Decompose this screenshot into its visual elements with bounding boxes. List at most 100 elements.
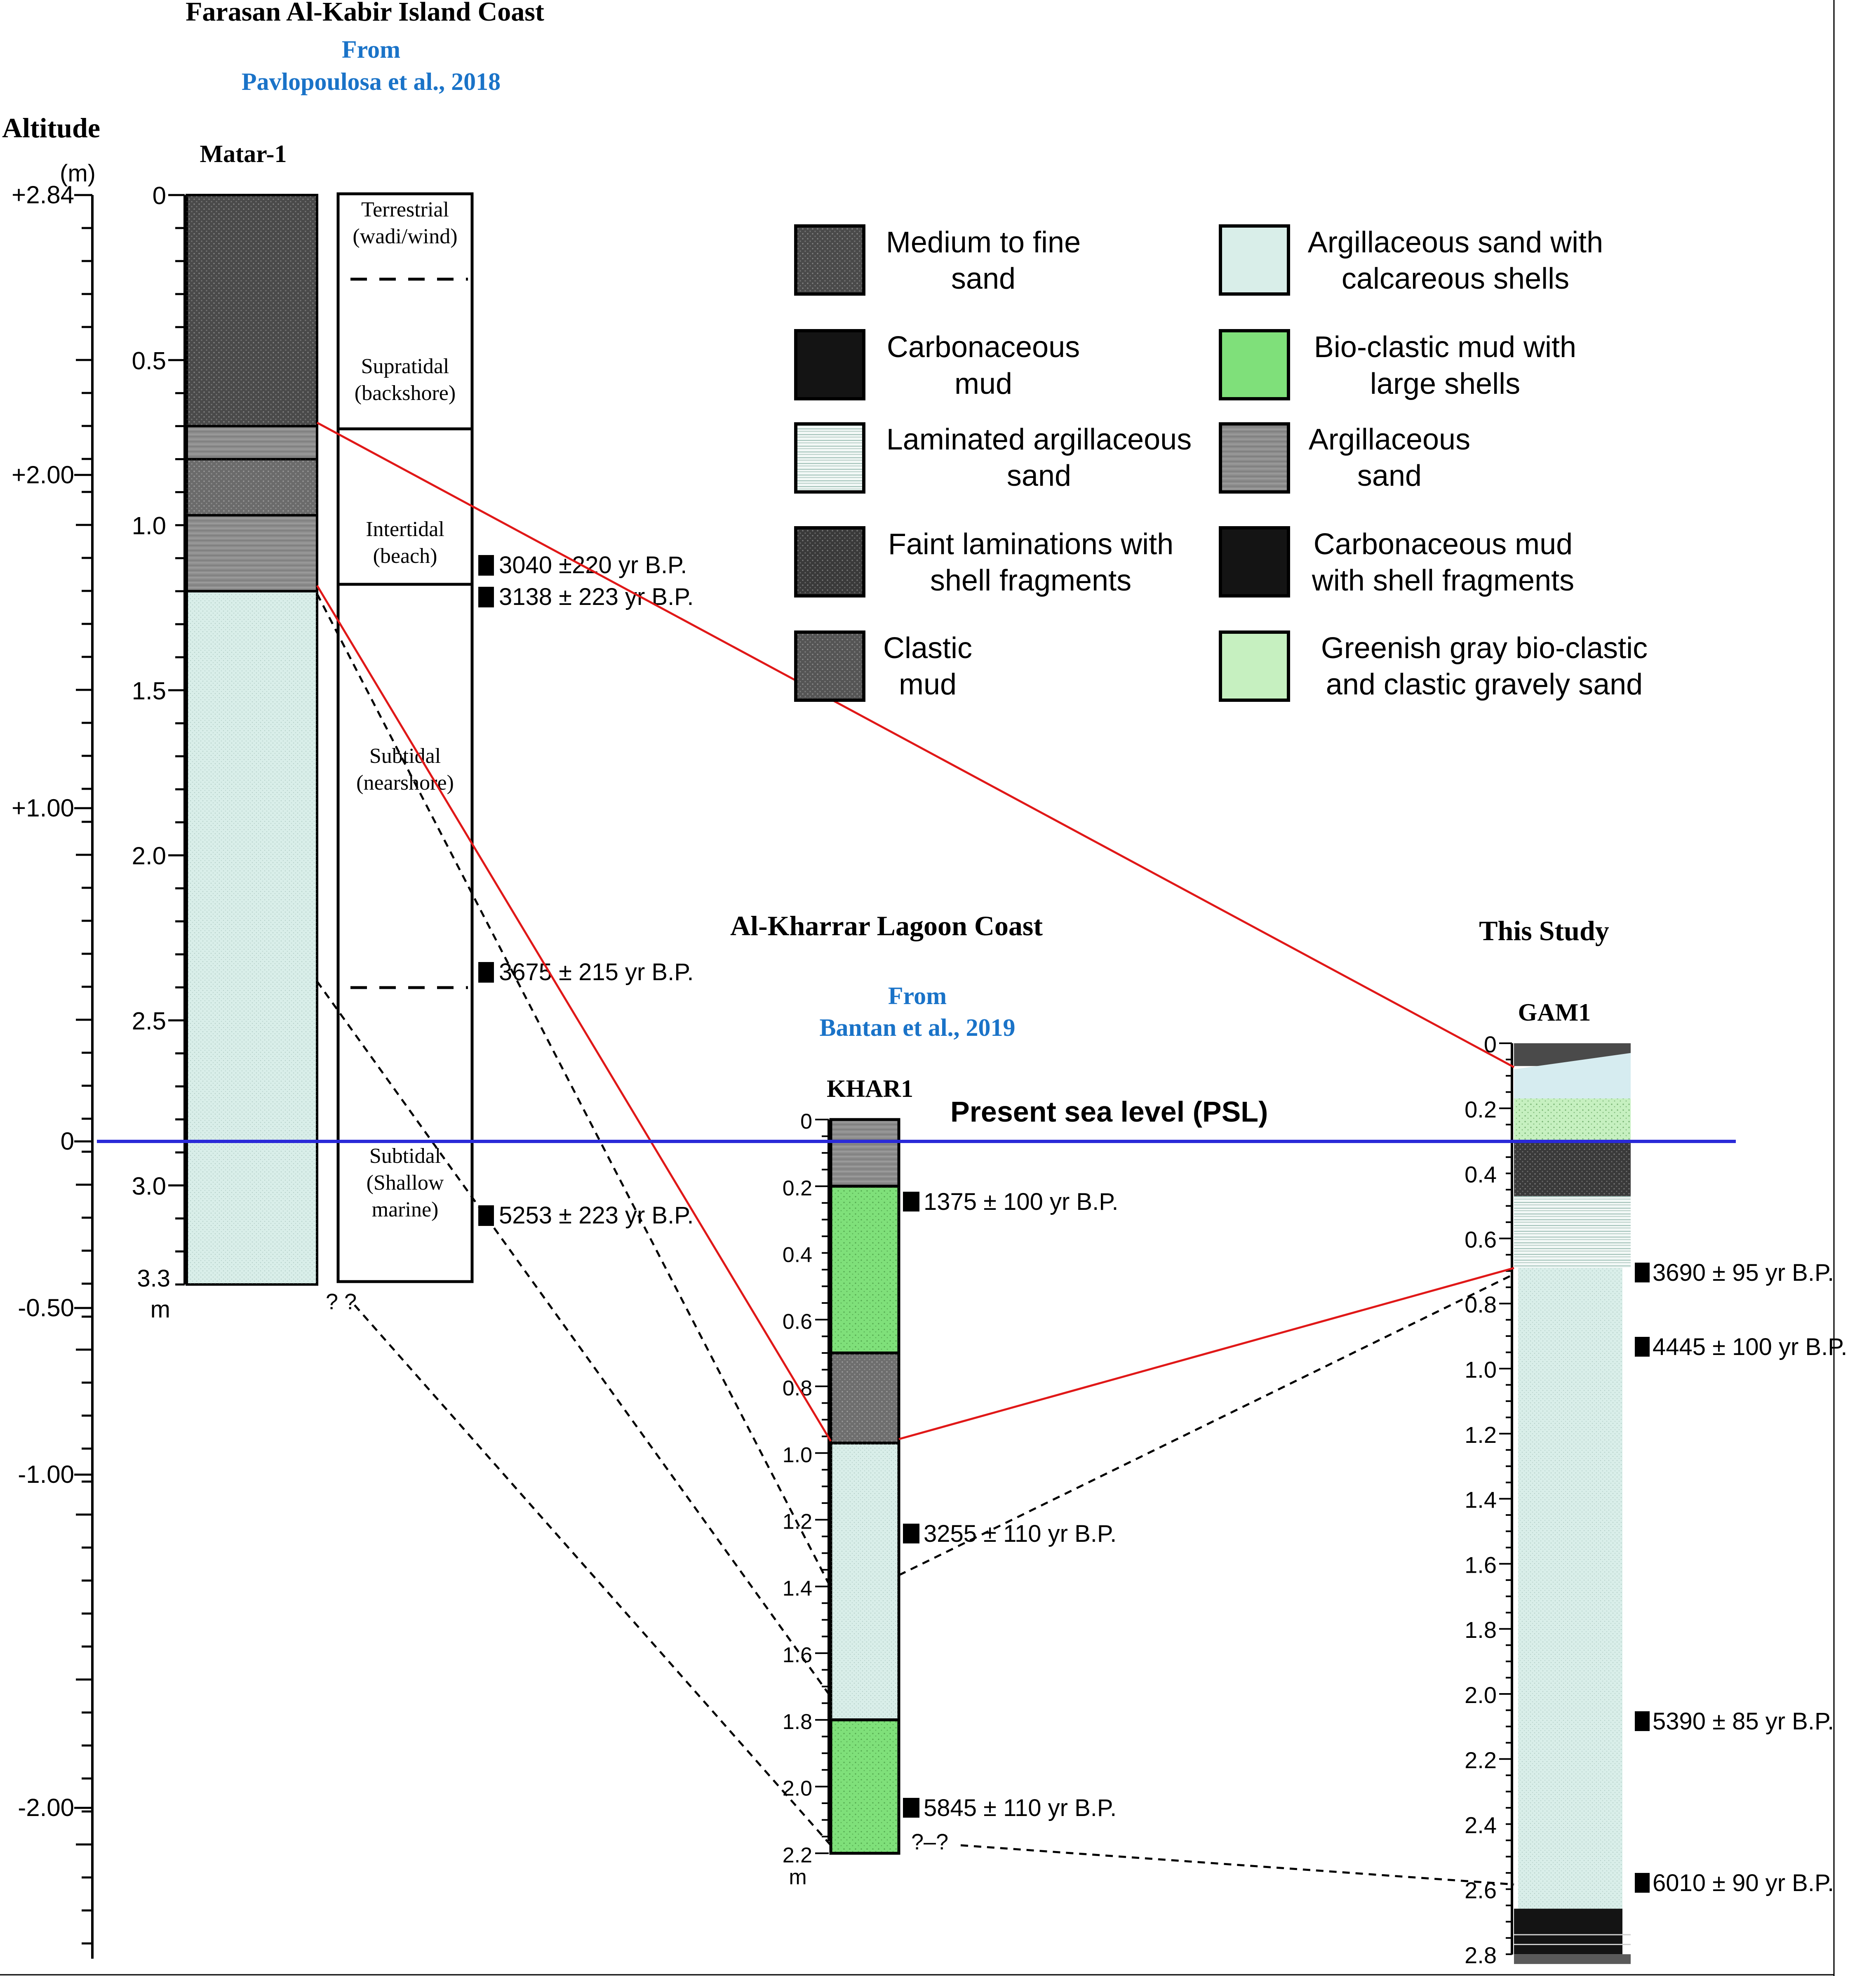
matar-layer-texture bbox=[187, 195, 317, 426]
matar-uncertain-mark: ? ? bbox=[326, 1289, 357, 1314]
date-marker bbox=[903, 1192, 919, 1211]
legend-label: shell fragments bbox=[930, 564, 1131, 597]
correlation-line-dashed bbox=[898, 1273, 1515, 1576]
khar-depth-label: 1.6 bbox=[783, 1643, 812, 1667]
khar-depth-label: 0 bbox=[800, 1110, 812, 1134]
legend-label: sand bbox=[1007, 459, 1071, 492]
swatch-texture bbox=[796, 226, 864, 294]
khar-depth-label: 0.4 bbox=[783, 1243, 812, 1267]
matar-depth-label: 0.5 bbox=[132, 347, 166, 374]
date-marker bbox=[478, 962, 494, 983]
swatch-border bbox=[1219, 630, 1290, 702]
gam-layer-argillaceous-sand-light bbox=[1514, 1053, 1631, 1099]
khar-date-label: 5845 ± 110 yr B.P. bbox=[924, 1795, 1117, 1821]
legend-label: Carbonaceous mud bbox=[1314, 528, 1573, 561]
khar-depth-label: 0.2 bbox=[783, 1176, 812, 1200]
khar-depth-label: 0.8 bbox=[783, 1376, 812, 1400]
matar-date-label: 5253 ± 223 yr B.P. bbox=[499, 1202, 694, 1229]
matar-date-label: 3675 ± 215 yr B.P. bbox=[499, 959, 694, 986]
swatch-fill bbox=[1220, 632, 1288, 700]
gam-core-name: GAM1 bbox=[1518, 999, 1591, 1026]
khar-date-label: 3255 ± 110 yr B.P. bbox=[924, 1520, 1117, 1547]
legend-label: sand bbox=[1357, 459, 1422, 492]
khar-layer-texture bbox=[831, 1353, 899, 1443]
environment-label: Intertidal bbox=[366, 518, 444, 541]
legend-label: Argillaceous bbox=[1309, 423, 1470, 456]
swatch-border bbox=[1219, 526, 1290, 598]
legend-label: Laminated argillaceous bbox=[886, 423, 1192, 456]
khar-layer-texture bbox=[831, 1720, 899, 1854]
legend-label: and clastic gravely sand bbox=[1326, 668, 1643, 701]
gam-depth-label: 1.0 bbox=[1465, 1357, 1497, 1383]
gam-layer-texture bbox=[1514, 1141, 1631, 1196]
khar-layer-texture bbox=[831, 1186, 899, 1353]
matar-date-label: 3040 ±220 yr B.P. bbox=[499, 552, 687, 579]
gam-depth-label: 2.2 bbox=[1465, 1747, 1497, 1773]
matar-depth-label: 1.0 bbox=[132, 512, 166, 540]
matar-layer-argillaceous-sand bbox=[186, 425, 318, 461]
gam-layer-texture bbox=[1518, 1268, 1622, 1909]
legend-label: sand bbox=[951, 262, 1016, 295]
swatch-border bbox=[794, 329, 865, 400]
date-marker bbox=[1635, 1337, 1650, 1357]
date-marker bbox=[903, 1798, 919, 1818]
matar-date-label: 3138 ± 223 yr B.P. bbox=[499, 583, 694, 610]
legend: Medium to finesandCarbonaceousmudLaminat… bbox=[810, 226, 1648, 701]
legend-label: Carbonaceous bbox=[887, 331, 1080, 364]
altitude-label: +2.00 bbox=[12, 461, 74, 489]
swatch-fill bbox=[1220, 528, 1288, 596]
correlation-line-dashed bbox=[316, 593, 832, 1588]
swatch-fill bbox=[1220, 331, 1288, 399]
matar-from-label: From bbox=[342, 36, 400, 63]
altitude-label: -1.00 bbox=[18, 1461, 74, 1488]
matar-source: Pavlopoulosa et al., 2018 bbox=[242, 68, 501, 95]
gam-depth-label: 1.6 bbox=[1465, 1552, 1497, 1578]
swatch-border bbox=[794, 224, 865, 296]
environment-label: Subtidal bbox=[369, 1144, 441, 1168]
swatch-border bbox=[794, 422, 865, 494]
matar-depth-label: 3.0 bbox=[132, 1172, 166, 1200]
swatch-texture bbox=[796, 632, 864, 700]
swatch-border bbox=[1219, 329, 1290, 400]
legend-label: large shells bbox=[1370, 367, 1520, 400]
gam-layer-base bbox=[1514, 1954, 1631, 1964]
environment-label: (beach) bbox=[373, 544, 437, 568]
khar-source: Bantan et al., 2019 bbox=[819, 1014, 1015, 1041]
matar-depth-unit: m bbox=[150, 1296, 170, 1323]
gam-depth-label: 0.2 bbox=[1465, 1096, 1497, 1122]
matar-layer-texture bbox=[187, 459, 317, 515]
date-marker bbox=[1635, 1873, 1650, 1893]
legend-label: Medium to fine bbox=[886, 226, 1081, 259]
legend-label: calcareous shells bbox=[1342, 262, 1569, 295]
gam-depth-label: 2.0 bbox=[1465, 1682, 1497, 1708]
environment-label: (nearshore) bbox=[356, 771, 454, 795]
gam-depth-label: 0.4 bbox=[1465, 1162, 1497, 1188]
gam-depth-label: 1.4 bbox=[1465, 1487, 1497, 1513]
khar-uncertain-mark: ?–? bbox=[911, 1830, 948, 1854]
khar-depth-label: 0.6 bbox=[783, 1310, 812, 1334]
altitude-title: Altitude bbox=[2, 112, 100, 143]
matar-layer-texture bbox=[187, 591, 317, 1284]
correlation-line-dashed bbox=[960, 1844, 1514, 1886]
correlation-line bbox=[898, 1267, 1514, 1440]
swatch-border bbox=[1219, 422, 1290, 494]
altitude-label: -2.00 bbox=[18, 1794, 74, 1821]
khar-depth-label: 2.2 bbox=[783, 1843, 812, 1867]
date-marker bbox=[478, 555, 494, 576]
legend-label: mud bbox=[899, 668, 957, 701]
khar-depth-label: 1.0 bbox=[783, 1443, 812, 1467]
swatch-fill bbox=[1220, 424, 1288, 492]
swatch-border bbox=[794, 526, 865, 598]
swatch-fill bbox=[796, 331, 864, 399]
khar-date-label: 1375 ± 100 yr B.P. bbox=[924, 1188, 1119, 1215]
gam-depth-label: 1.2 bbox=[1465, 1422, 1497, 1448]
matar-depth-label: 1.5 bbox=[132, 677, 166, 705]
gam-layer-texture bbox=[1514, 1099, 1631, 1141]
environment-column bbox=[336, 192, 474, 1283]
matar-depth-label: 2.5 bbox=[132, 1007, 166, 1035]
gam-depth-label: 2.8 bbox=[1465, 1942, 1497, 1968]
correlation-line-dashed bbox=[316, 981, 832, 1698]
khar-depth-label: 1.8 bbox=[783, 1710, 812, 1734]
sea-level-label: Present sea level (PSL) bbox=[950, 1096, 1268, 1128]
